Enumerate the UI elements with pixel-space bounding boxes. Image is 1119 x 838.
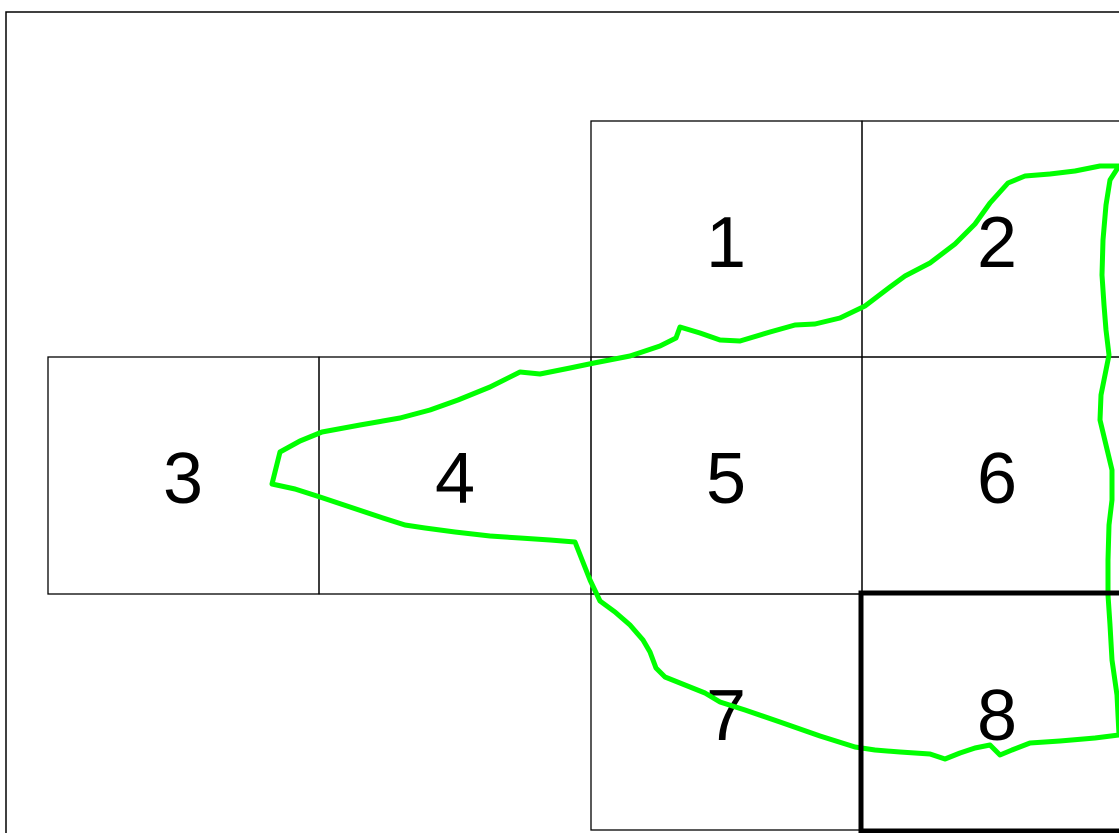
tile-5-label: 5 bbox=[706, 439, 746, 519]
tile-8-selected-frame[interactable] bbox=[858, 590, 1119, 834]
tile-8-label: 8 bbox=[977, 676, 1017, 756]
tile-2[interactable]: 2 bbox=[861, 120, 1119, 358]
tile-3[interactable]: 3 bbox=[47, 356, 320, 595]
area-boundary bbox=[269, 163, 1119, 762]
map-frame bbox=[5, 11, 1119, 838]
tile-5[interactable]: 5 bbox=[590, 356, 863, 595]
tile-7-label: 7 bbox=[706, 676, 746, 756]
tile-1-label: 1 bbox=[706, 203, 746, 283]
tile-8[interactable]: 8 bbox=[977, 676, 1017, 756]
tile-6-label: 6 bbox=[977, 439, 1017, 519]
tile-grid: 1 2 3 4 5 6 7 bbox=[47, 120, 1119, 831]
tile-4[interactable]: 4 bbox=[318, 356, 592, 595]
tile-6[interactable]: 6 bbox=[861, 356, 1119, 595]
tile-4-label: 4 bbox=[435, 439, 475, 519]
tile-2-label: 2 bbox=[977, 203, 1017, 283]
tile-3-label: 3 bbox=[163, 439, 203, 519]
